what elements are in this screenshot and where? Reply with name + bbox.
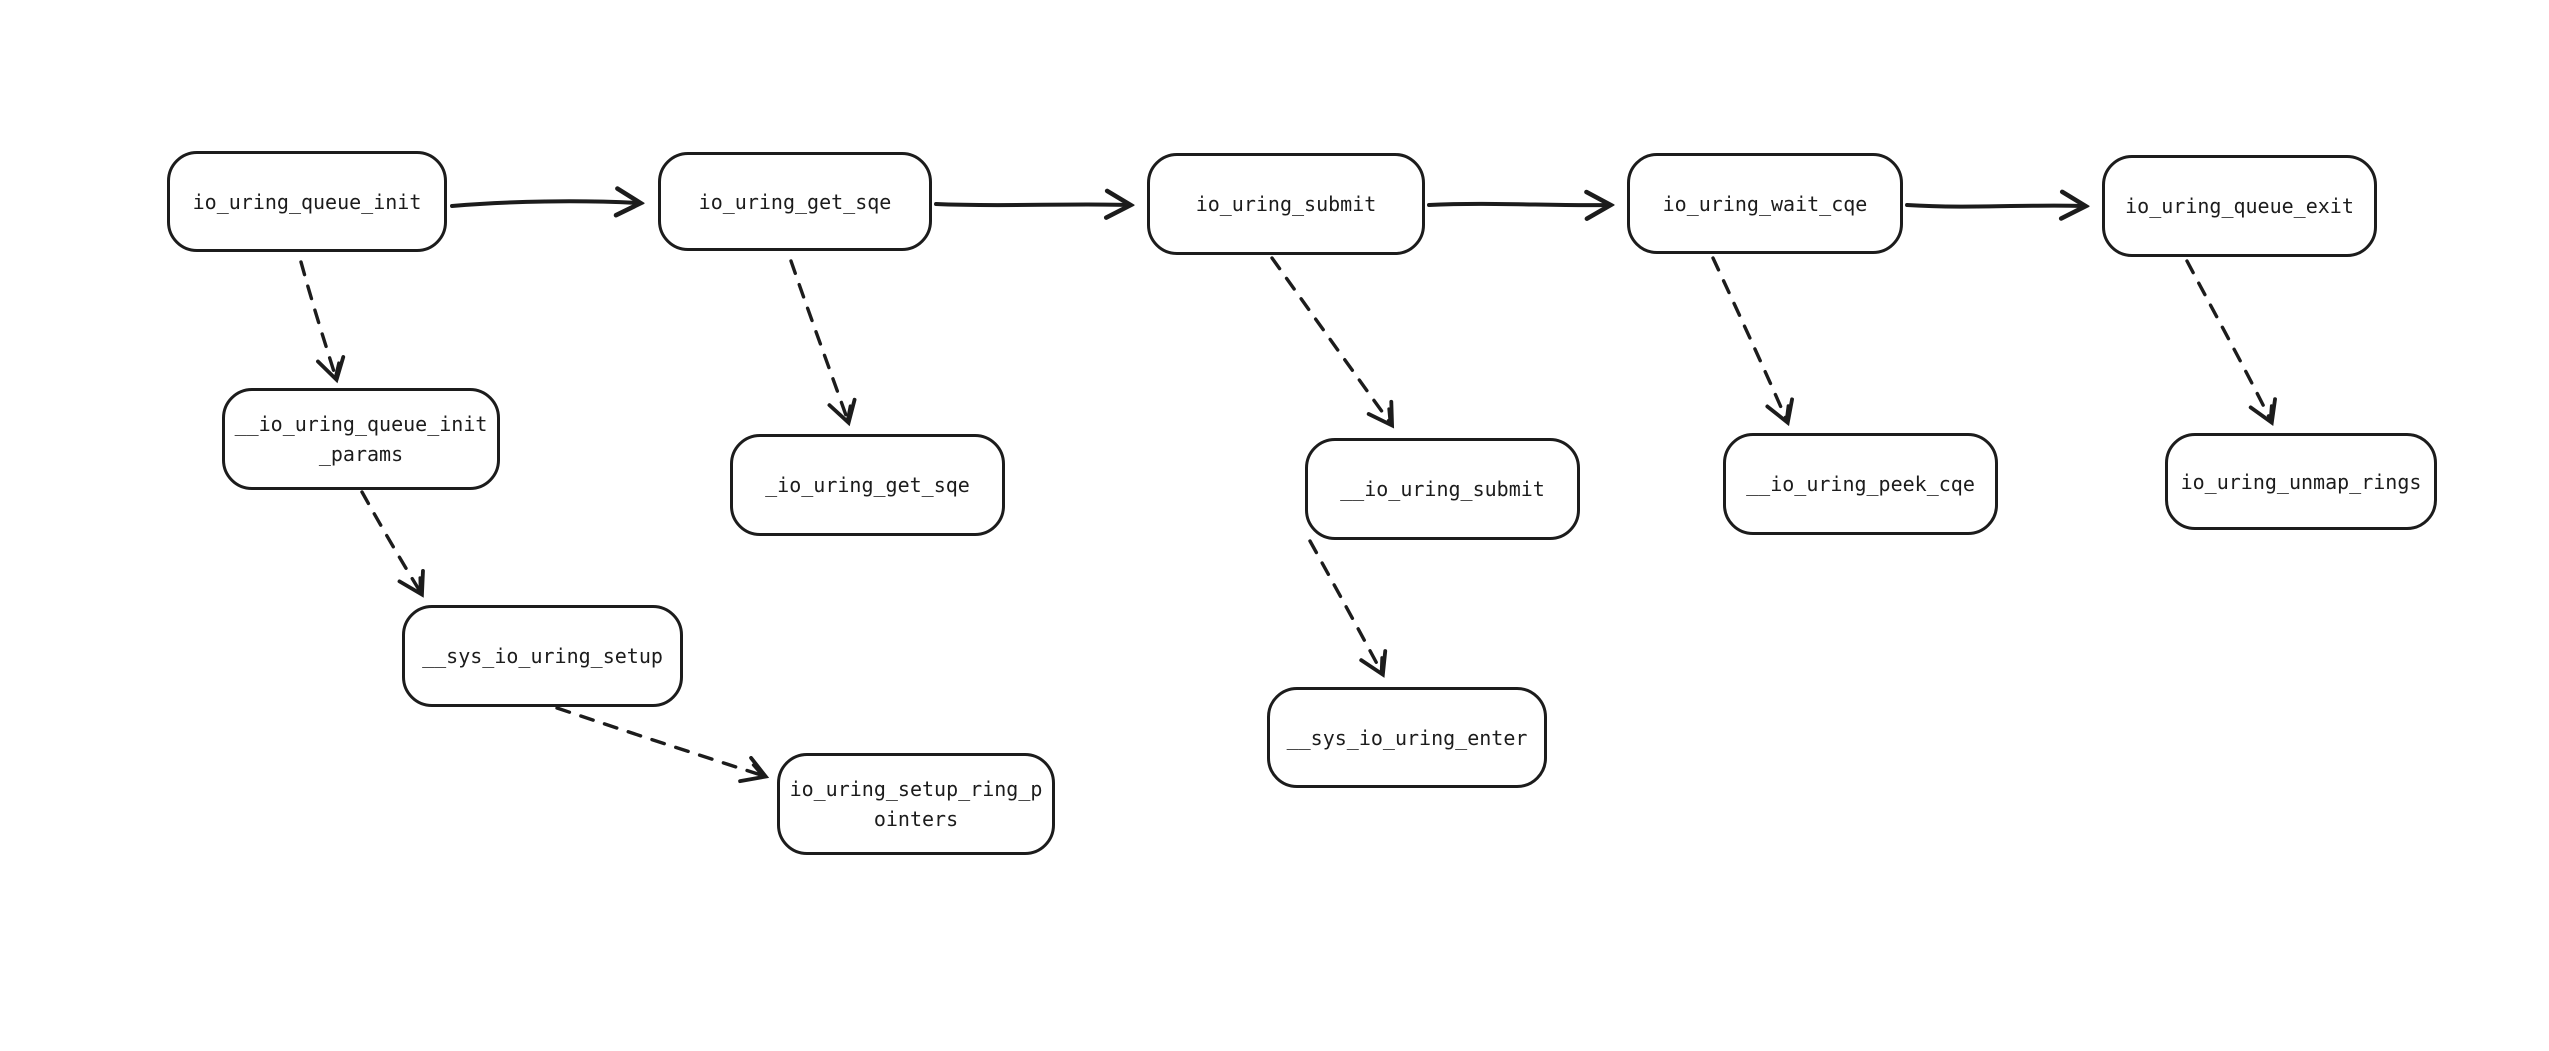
node-label: _io_uring_get_sqe: [765, 473, 970, 497]
node-label: __sys_io_uring_enter: [1286, 725, 1528, 750]
edge-sys-setup-to-setup-ring-pointers[interactable]: [555, 706, 770, 784]
node-sys-io-uring-setup[interactable]: __sys_io_uring_setup: [402, 605, 683, 707]
node-io-uring-submit-internal[interactable]: __io_uring_submit: [1305, 438, 1580, 540]
node-io-uring-get-sqe-internal[interactable]: _io_uring_get_sqe: [730, 434, 1005, 536]
node-io-uring-peek-cqe[interactable]: __io_uring_peek_cqe: [1723, 433, 1998, 535]
edge-submit-to-io-uring-submit[interactable]: [1270, 256, 1395, 429]
node-label: io_uring_wait_cqe: [1662, 191, 1868, 216]
edge-io-uring-submit-to-sys-enter[interactable]: [1308, 539, 1388, 678]
node-label: __io_uring_submit: [1340, 477, 1545, 501]
edge-queue-exit-to-unmap-rings[interactable]: [2185, 259, 2277, 427]
node-io-uring-submit[interactable]: io_uring_submit: [1147, 153, 1425, 255]
node-io-uring-queue-init[interactable]: io_uring_queue_init: [167, 151, 447, 252]
node-label: io_uring_queue_exit: [2125, 194, 2354, 218]
edge-get-sqe-to-submit[interactable]: [934, 204, 1128, 205]
node-label: io_uring_setup_ring_p: [789, 777, 1043, 801]
edge-queue-init-to-queue-init-params[interactable]: [299, 260, 346, 384]
node-label: io_uring_queue_init: [192, 189, 422, 214]
node-label-line2: _params: [318, 442, 404, 466]
edge-get-sqe-to-io-uring-get-sqe[interactable]: [789, 259, 857, 427]
node-label: __io_uring_queue_init: [234, 412, 488, 436]
edge-queue-init-params-to-sys-setup[interactable]: [360, 490, 425, 598]
edge-wait-cqe-to-peek-cqe[interactable]: [1711, 256, 1794, 427]
node-io-uring-queue-init-params[interactable]: __io_uring_queue_init _params: [222, 388, 500, 490]
node-label: io_uring_get_sqe: [698, 189, 892, 214]
node-io-uring-get-sqe[interactable]: io_uring_get_sqe: [658, 152, 932, 251]
node-sys-io-uring-enter[interactable]: __sys_io_uring_enter: [1267, 687, 1547, 788]
node-io-uring-unmap-rings[interactable]: io_uring_unmap_rings: [2165, 433, 2437, 530]
node-label-line2: ointers: [873, 807, 959, 831]
node-label: io_uring_unmap_rings: [2180, 469, 2422, 494]
node-label: io_uring_submit: [1195, 192, 1377, 216]
edge-wait-cqe-to-queue-exit[interactable]: [1905, 205, 2083, 207]
node-io-uring-wait-cqe[interactable]: io_uring_wait_cqe: [1627, 153, 1903, 254]
node-label: __io_uring_peek_cqe: [1746, 472, 1975, 496]
edge-queue-init-to-get-sqe[interactable]: [450, 201, 638, 206]
node-io-uring-setup-ring-pointers[interactable]: io_uring_setup_ring_p ointers: [777, 753, 1055, 855]
edge-submit-to-wait-cqe[interactable]: [1427, 204, 1608, 205]
node-label: __sys_io_uring_setup: [422, 644, 663, 668]
node-io-uring-queue-exit[interactable]: io_uring_queue_exit: [2102, 155, 2377, 257]
